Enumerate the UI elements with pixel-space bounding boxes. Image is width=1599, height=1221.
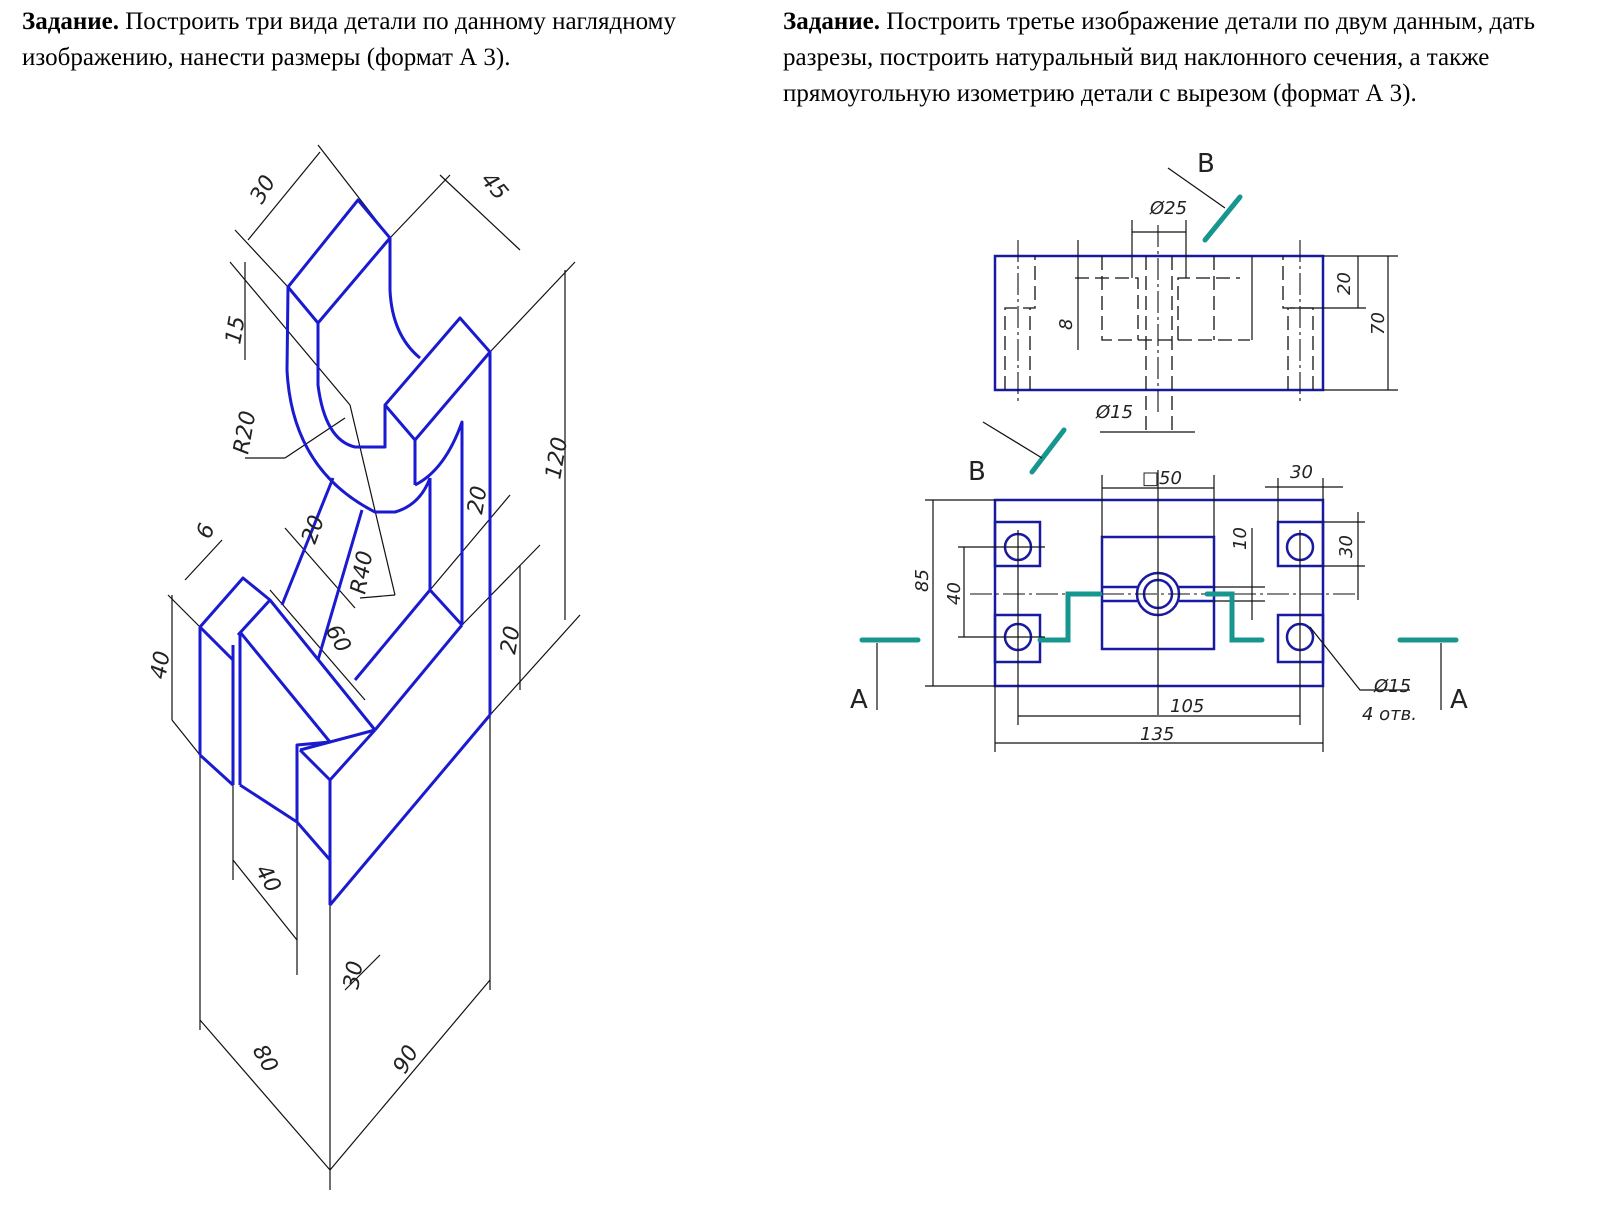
dim-40-left: 40 [146,649,175,681]
dim-70: 70 [1368,312,1389,335]
section-cut-lines [859,167,1459,710]
dim-20-lower: 20 [496,624,525,656]
dim-15: 15 [221,314,250,346]
dim-45: 45 [475,168,512,206]
task-left-text: Задание. Построить три вида детали по да… [22,4,757,76]
dim-6: 6 [192,520,220,542]
dim-8: 8 [1056,319,1077,330]
dim-80: 80 [247,1041,283,1078]
dim-r20: R20 [229,409,261,456]
dim-20-right: 20 [463,484,492,516]
task-right-body: Построить третье изображение детали по д… [783,8,1535,107]
dim-90: 90 [389,1041,425,1078]
dim-135: 135 [1140,724,1174,745]
section-a-label-left: A [850,685,868,715]
front-view [993,220,1398,433]
dim-40: 40 [944,582,965,605]
dim-dia15-holes: Ø15 [1373,676,1411,697]
dim-dia25: Ø25 [1149,198,1187,219]
dim-10: 10 [1230,527,1251,550]
isometric-part-drawing: 30 45 15 R20 R40 120 20 20 20 6 40 60 40… [146,144,581,1190]
task-right-text: Задание. Построить третье изображение де… [783,4,1553,112]
dim-30-top: 30 [1290,462,1313,483]
section-b-label-top: B [1197,149,1215,179]
task-left-heading: Задание. [22,8,119,35]
dim-40-bottom: 40 [250,861,286,898]
dim-105: 105 [1170,696,1204,717]
dim-20-rib: 20 [297,512,330,547]
dim-dia15-top: Ø15 [1095,402,1133,423]
dim-85: 85 [912,569,933,592]
section-b-label-bottom: B [968,457,986,487]
isometric-dimension-lines [167,144,581,1190]
dim-30-top: 30 [246,171,282,208]
dim-30-bottom: 30 [339,959,368,991]
top-view [925,470,1410,752]
dim-r40: R40 [346,549,378,596]
dim-30-right: 30 [1336,535,1357,558]
isometric-outline [198,198,492,906]
dim-120: 120 [541,435,573,481]
task-right-heading: Задание. [783,8,880,35]
section-a-label-right: A [1450,685,1468,715]
holes-count-note: 4 отв. [1362,704,1417,725]
dim-60: 60 [320,621,356,658]
dim-sq50: □50 [1142,468,1182,489]
task-left-body: Построить три вида детали по данному наг… [22,8,676,71]
dim-20: 20 [1334,272,1355,295]
orthographic-part-drawing: B B A A Ø25 Ø15 8 20 70 □50 30 10 30 85 … [850,149,1468,752]
